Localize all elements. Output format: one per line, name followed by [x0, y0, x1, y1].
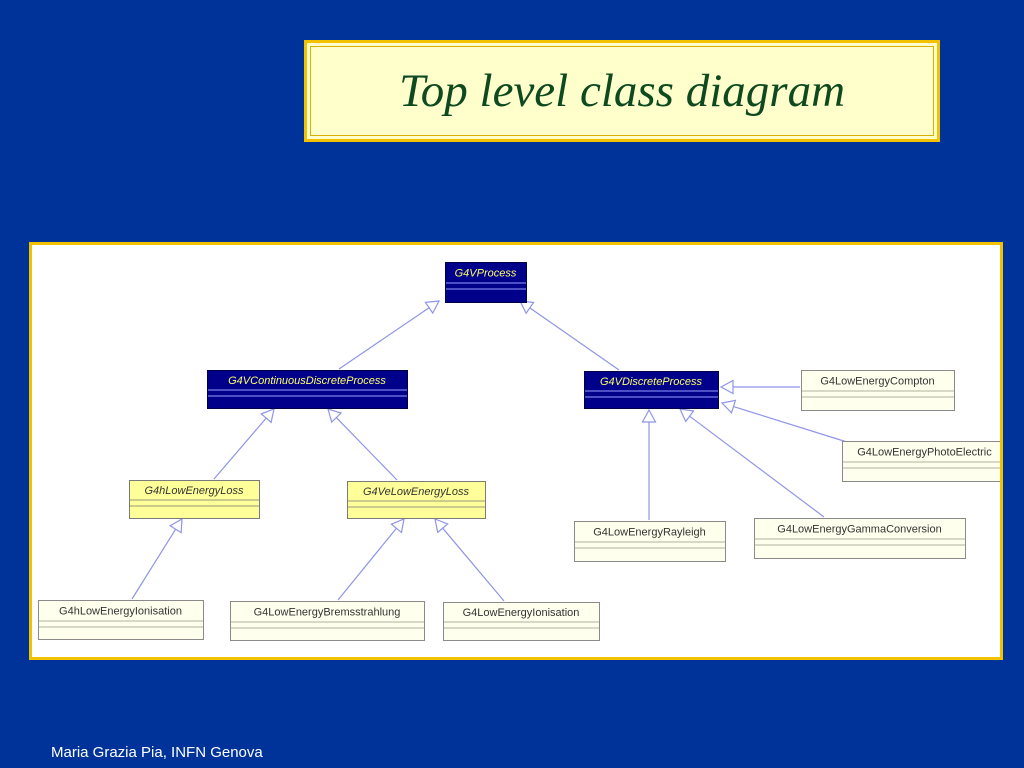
inheritance-edges: [131, 300, 848, 602]
class-box-g4vprocess: G4VProcess: [445, 262, 527, 303]
class-name-g4lowenergyphotoelectric: G4LowEnergyPhotoElectric: [857, 447, 992, 459]
class-name-g4lowenergybremsstrahlung: G4LowEnergyBremsstrahlung: [254, 607, 401, 619]
class-box-g4lowenergyionisation: G4LowEnergyIonisation: [443, 602, 600, 641]
inheritance-edge-g4lowenergygammaconversion: [678, 408, 825, 518]
inheritance-edge-g4lowenergyrayleigh: [641, 408, 657, 520]
slide-title-box: Top level class diagram: [304, 40, 940, 142]
class-box-g4lowenergyphotoelectric: G4LowEnergyPhotoElectric: [842, 441, 1000, 482]
class-name-g4velowenergyloss: G4VeLowEnergyLoss: [363, 486, 469, 498]
class-box-g4vdiscreteprocess: G4VDiscreteProcess: [584, 371, 719, 409]
class-box-g4vcontinuousdiscreteprocess: G4VContinuousDiscreteProcess: [207, 370, 408, 409]
inheritance-edge-g4lowenergyionisation: [434, 518, 505, 602]
class-name-g4vcontinuousdiscreteprocess: G4VContinuousDiscreteProcess: [228, 375, 386, 387]
inheritance-edge-g4hlowenergyionisation: [131, 517, 183, 600]
class-name-g4vdiscreteprocess: G4VDiscreteProcess: [600, 376, 703, 388]
class-box-g4velowenergyloss: G4VeLowEnergyLoss: [347, 481, 486, 519]
footer-author: Maria Grazia Pia, INFN Genova: [51, 744, 263, 761]
inheritance-edge-g4lowenergyphotoelectric: [720, 399, 848, 443]
class-box-g4hlowenergyionisation: G4hLowEnergyIonisation: [38, 600, 204, 640]
class-name-g4lowenergyionisation: G4LowEnergyIonisation: [463, 607, 580, 619]
class-box-g4lowenergyrayleigh: G4LowEnergyRayleigh: [574, 521, 726, 562]
class-box-g4hlowenergyloss: G4hLowEnergyLoss: [129, 480, 260, 519]
class-box-g4lowenergycompton: G4LowEnergyCompton: [801, 370, 955, 411]
inheritance-edge-g4vcontinuousdiscreteprocess: [338, 300, 441, 370]
class-name-g4hlowenergyionisation: G4hLowEnergyIonisation: [59, 606, 182, 618]
slide-title: Top level class diagram: [398, 65, 846, 117]
class-name-g4hlowenergyloss: G4hLowEnergyLoss: [144, 485, 244, 497]
class-name-g4lowenergygammaconversion: G4LowEnergyGammaConversion: [777, 524, 941, 536]
inheritance-edge-g4lowenergybremsstrahlung: [337, 518, 405, 601]
class-name-g4lowenergyrayleigh: G4LowEnergyRayleigh: [593, 527, 706, 539]
class-box-g4lowenergygammaconversion: G4LowEnergyGammaConversion: [754, 518, 966, 559]
inheritance-edge-g4lowenergycompton: [719, 379, 800, 395]
inheritance-edge-g4velowenergyloss: [327, 408, 398, 481]
class-name-g4lowenergycompton: G4LowEnergyCompton: [820, 376, 934, 388]
inheritance-edge-g4vdiscreteprocess: [518, 300, 620, 371]
class-box-g4lowenergybremsstrahlung: G4LowEnergyBremsstrahlung: [230, 601, 425, 641]
inheritance-edge-g4hlowenergyloss: [213, 408, 275, 480]
class-name-g4vprocess: G4VProcess: [455, 268, 517, 280]
